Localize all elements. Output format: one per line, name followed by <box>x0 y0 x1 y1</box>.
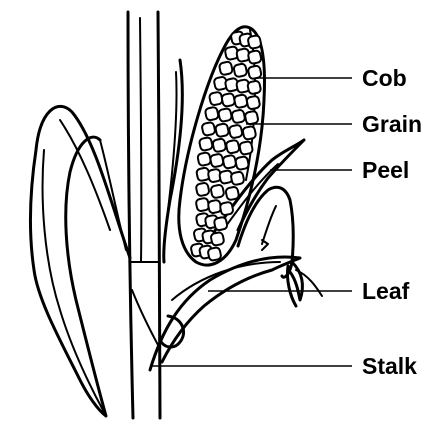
kernel-grid <box>190 31 261 261</box>
grain-kernel <box>199 137 213 151</box>
grain-kernel <box>244 111 258 125</box>
grain-kernel <box>215 123 229 137</box>
label-leaf: Leaf <box>362 278 410 304</box>
labels: Cob Grain Peel Leaf Stalk <box>362 65 422 379</box>
cob-drawing <box>179 27 265 265</box>
grain-kernel <box>239 141 253 155</box>
grain-kernel <box>210 232 224 246</box>
grain-kernel <box>201 122 215 136</box>
grain-kernel <box>226 140 240 154</box>
grain-kernel <box>246 95 260 109</box>
grain-kernel <box>205 107 219 121</box>
grain-kernel <box>222 155 236 169</box>
grain-kernel <box>233 63 247 77</box>
grain-kernel <box>225 186 239 200</box>
grain-kernel <box>248 50 262 64</box>
grain-kernel <box>214 217 228 231</box>
grain-kernel <box>195 182 209 196</box>
lower-leaf-drawing <box>150 257 322 370</box>
grain-kernel <box>209 91 223 105</box>
grain-kernel <box>235 156 249 170</box>
grain-kernel <box>242 126 256 140</box>
grain-kernel <box>219 61 233 75</box>
grain-kernel <box>210 184 224 198</box>
grain-kernel <box>234 94 248 108</box>
grain-kernel <box>247 80 261 94</box>
grain-kernel <box>212 138 226 152</box>
grain-kernel <box>219 201 233 215</box>
label-grain: Grain <box>362 111 422 137</box>
label-cob: Cob <box>362 65 407 91</box>
grain-kernel <box>218 108 232 122</box>
grain-kernel <box>231 109 245 123</box>
grain-kernel <box>229 124 243 138</box>
grain-kernel <box>221 93 235 107</box>
label-peel: Peel <box>362 157 409 183</box>
grain-kernel <box>230 171 244 185</box>
grain-kernel <box>247 35 261 49</box>
label-stalk: Stalk <box>362 353 417 379</box>
left-leaf-drawing <box>30 106 130 416</box>
grain-kernel <box>207 247 221 261</box>
grain-kernel <box>197 152 211 166</box>
grain-kernel <box>210 153 224 167</box>
